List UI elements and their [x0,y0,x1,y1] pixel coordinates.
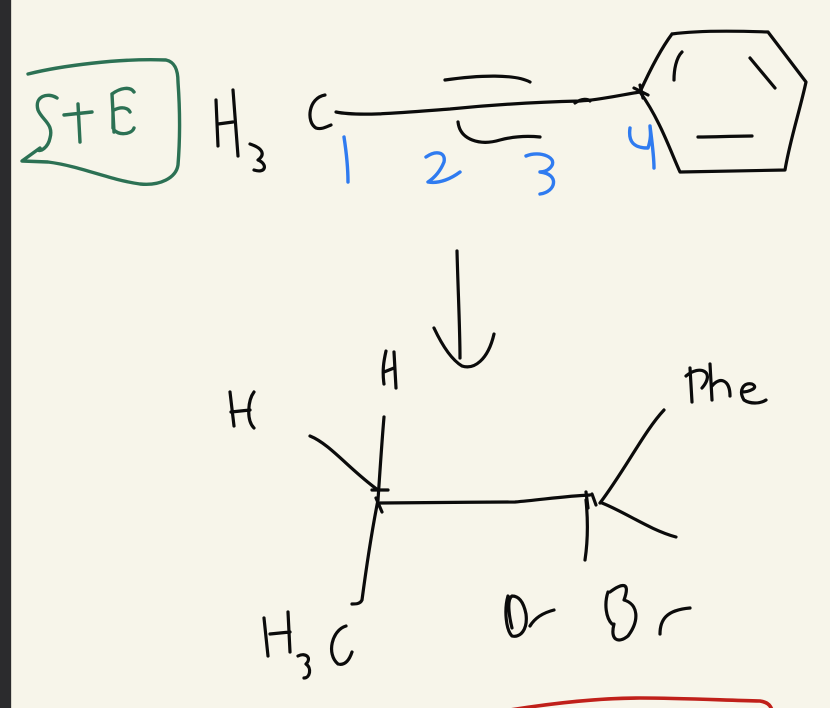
product-h3c-label [262,610,354,680]
product-left-carbon [228,349,398,606]
left-gutter [0,0,11,708]
benzene-ring [638,29,808,174]
number-1 [342,135,350,184]
ring-double-bond-2 [748,56,777,90]
bond-to-h-top [376,415,386,502]
bond-to-h3c [350,498,380,606]
reactant-chain [334,74,650,144]
main-bond [334,90,642,116]
left-carbon-tick [370,488,390,514]
ring-outline [638,29,808,174]
number-4 [627,124,656,170]
number-2 [424,151,462,185]
letter-e [110,86,136,136]
bond-to-phe [598,408,666,505]
bond-wiggle [573,97,592,105]
product-br-label-2 [604,583,692,642]
product-right-carbon [583,362,768,562]
bond-to-br-right [600,501,678,539]
triple-bond-top [443,74,532,84]
reaction-arrow-down [432,249,496,369]
product-br-label-1 [504,594,556,638]
phe-label [684,362,768,405]
bond-to-h-left [308,434,380,492]
s-plus-e-note [20,58,182,186]
bond-to-br-down [583,498,589,562]
h-label-left [228,390,256,430]
number-3 [524,152,556,196]
speech-bubble-outline [20,58,182,186]
gutter-edge [11,0,12,708]
plus-sign [62,102,94,144]
letter-s [35,93,59,153]
h-label-upper [381,349,398,390]
ring-double-bond-1 [672,50,684,82]
reactant-h3c-label [214,88,333,173]
red-annotation-curve [511,696,774,708]
ring-double-bond-3 [696,134,754,139]
central-cc-bond [378,493,592,505]
triple-bond-bottom [456,120,542,144]
carbon-numbering [342,124,656,196]
